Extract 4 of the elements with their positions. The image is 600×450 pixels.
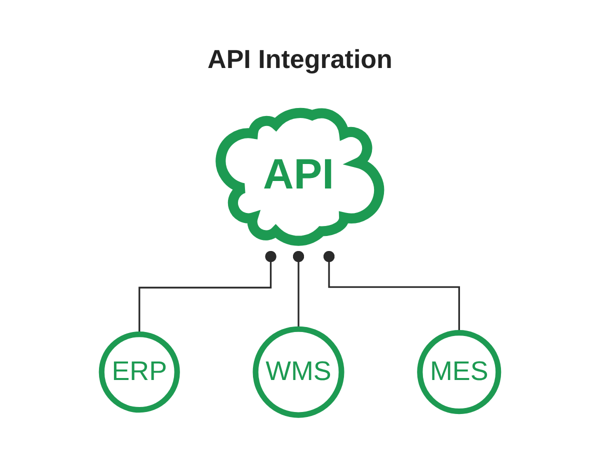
node-circle: WMS xyxy=(252,326,344,418)
node-circle: ERP xyxy=(98,332,180,413)
title: API Integration xyxy=(206,43,394,76)
node-circle: MES xyxy=(417,330,502,414)
